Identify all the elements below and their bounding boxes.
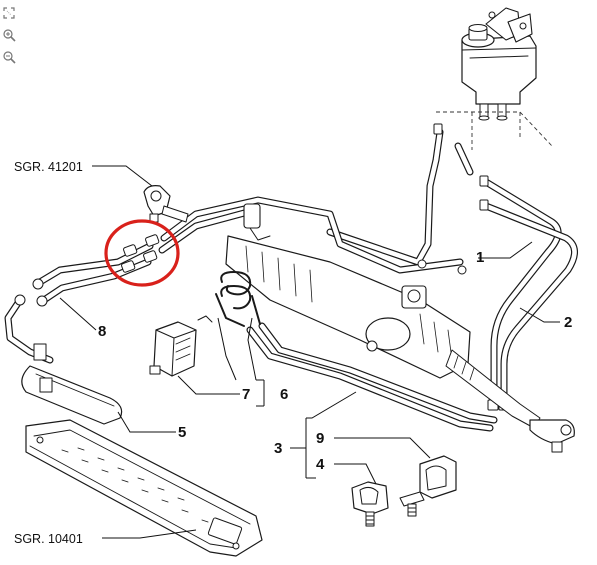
callout-leaders [59,165,560,539]
pipe-clip-bracket-4 [351,481,389,527]
callout-9: 9 [316,430,324,447]
pipe-clip-bracket-9 [399,455,457,517]
callout-2: 2 [564,314,572,331]
fluid-reservoir [461,7,537,121]
hose-bracket-mount [149,315,213,377]
reference-sgr-41201: SGR. 41201 [14,160,83,174]
oil-cooler [21,343,123,425]
tie-rod-end-right [529,419,575,453]
callout-7: 7 [242,386,250,403]
assembly-leader-dashed [436,111,553,150]
viewer-toolbar [2,6,18,72]
hydraulic-pipes [4,128,578,432]
callout-6: 6 [280,386,288,403]
pipe-clamp [243,203,271,241]
callout-4: 4 [316,456,325,473]
callout-labels: SGR. 41201 SGR. 10401 1 2 3 4 5 6 7 8 9 [14,160,572,546]
pipe-fittings [14,123,510,411]
tie-rod-end-left [143,185,189,223]
callout-3: 3 [274,440,282,457]
callout-8: 8 [98,323,106,340]
steering-rack [225,235,541,429]
callout-5: 5 [178,424,186,441]
fit-to-screen-icon[interactable] [2,6,16,20]
zoom-in-icon[interactable] [2,28,16,42]
highlight-circle [104,219,180,287]
highlight-union-fittings [104,219,180,287]
callout-1: 1 [476,249,484,266]
reference-sgr-10401: SGR. 10401 [14,532,83,546]
pipe-support-bracket [215,271,261,327]
zoom-out-icon[interactable] [2,50,16,64]
front-crossmember [25,419,263,557]
